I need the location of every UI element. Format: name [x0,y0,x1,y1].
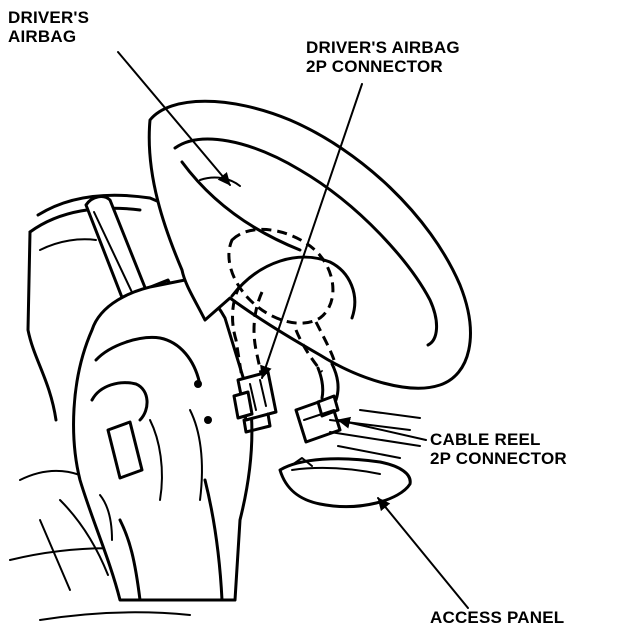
drivers-airbag-label-line2: AIRBAG [8,27,77,46]
drivers-airbag-label: DRIVER'S AIRBAG [8,8,89,46]
airbag-connector-label-line2: 2P CONNECTOR [306,57,443,76]
cable-reel-label-line2: 2P CONNECTOR [430,449,567,468]
leader-lines [117,51,469,609]
airbag-connector-leader [260,83,363,379]
airbag-connector-label-line1: DRIVER'S AIRBAG [306,38,460,57]
access-panel-leader [377,497,469,609]
cable-reel-leader [337,416,427,441]
cable-reel-label-line1: CABLE REEL [430,430,541,449]
cable-reel-2p-connector [294,362,342,444]
cable-reel-connector-label: CABLE REEL 2P CONNECTOR [430,430,567,468]
dashboard-outline [9,193,191,621]
airbag-module-hidden [227,227,338,379]
airbag-leader [117,51,231,186]
airbag-connector-label: DRIVER'S AIRBAG 2P CONNECTOR [306,38,460,76]
motion-lines [329,409,421,459]
access-panel-label: ACCESS PANEL [430,608,565,627]
airbag-2p-connector [232,370,278,434]
access-panel [278,457,412,508]
drivers-airbag-label-line1: DRIVER'S [8,8,90,27]
steering-column [39,278,254,602]
